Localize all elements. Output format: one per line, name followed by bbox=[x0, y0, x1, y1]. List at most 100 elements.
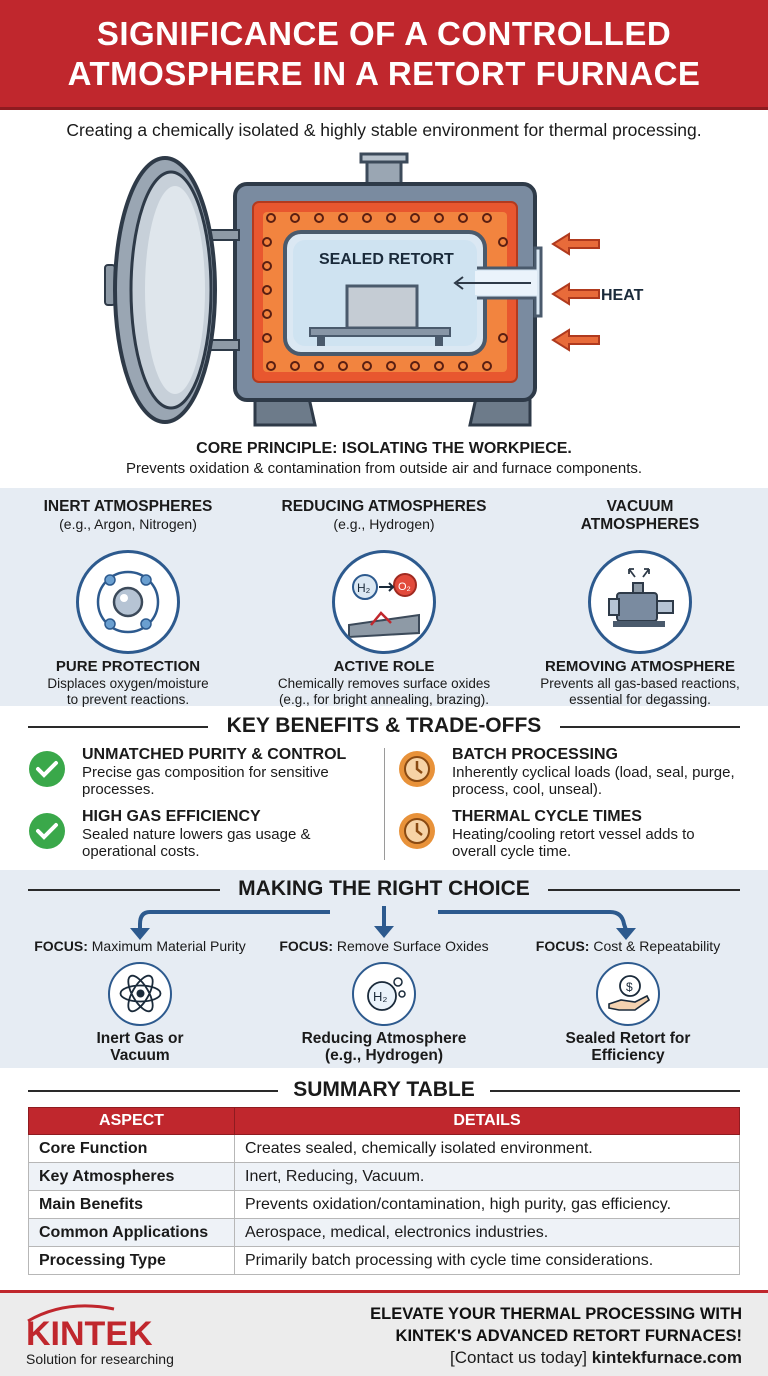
logo-swoosh-icon bbox=[27, 1304, 115, 1323]
svg-text:O₂: O₂ bbox=[398, 581, 411, 593]
table-row: Main Benefits Prevents oxidation/contami… bbox=[28, 1190, 740, 1219]
choice-arrows bbox=[130, 906, 636, 940]
benefit-title: HIGH GAS EFFICIENCY bbox=[82, 808, 261, 825]
atmosphere-desc-line: (e.g., for bright annealing, brazing). bbox=[278, 692, 490, 707]
choice-result: Reducing Atmosphere (e.g., Hydrogen) bbox=[256, 1030, 512, 1064]
cta-line1: ELEVATE YOUR THERMAL PROCESSING WITH bbox=[370, 1305, 742, 1323]
atmosphere-desc-line: Displaces oxygen/moisture bbox=[47, 676, 209, 691]
table-cell-aspect: Core Function bbox=[28, 1134, 235, 1163]
choice-purity: FOCUS: Maximum Material Purity Inert Gas… bbox=[12, 938, 268, 1064]
table-header-row: ASPECT DETAILS bbox=[28, 1107, 740, 1135]
contact-text: [Contact us today] bbox=[450, 1348, 588, 1367]
atmosphere-desc-line: to prevent reactions. bbox=[66, 692, 190, 707]
furnace-illustration: SEALED RETORT HEAT bbox=[104, 152, 644, 427]
inert-atmosphere-column: INERT ATMOSPHERES (e.g., Argon, Nitrogen… bbox=[0, 498, 256, 707]
choice-cost: FOCUS: Cost & Repeatability $ Sealed Ret… bbox=[500, 938, 756, 1064]
choice-result-line: (e.g., Hydrogen) bbox=[325, 1047, 443, 1064]
choice-focus: FOCUS: Remove Surface Oxides bbox=[256, 938, 512, 954]
choice-result-line: Efficiency bbox=[591, 1047, 665, 1064]
check-icon bbox=[28, 812, 66, 850]
benefits-section-title: KEY BENEFITS & TRADE-OFFS bbox=[0, 713, 768, 739]
benefits-divider bbox=[384, 748, 385, 860]
benefit-title: UNMATCHED PURITY & CONTROL bbox=[82, 746, 347, 763]
atmosphere-desc-line: Prevents all gas-based reactions, bbox=[540, 676, 740, 691]
call-to-action: ELEVATE YOUR THERMAL PROCESSING WITH KIN… bbox=[370, 1303, 742, 1369]
coin-hand-icon: $ bbox=[596, 962, 660, 1026]
atmosphere-desc: Displaces oxygen/moisture to prevent rea… bbox=[0, 676, 256, 708]
choice-result-line: Vacuum bbox=[110, 1047, 170, 1064]
table-row: Key Atmospheres Inert, Reducing, Vacuum. bbox=[28, 1162, 740, 1191]
summary-table: ASPECT DETAILS Core Function Creates sea… bbox=[28, 1107, 740, 1275]
choice-result: Sealed Retort for Efficiency bbox=[500, 1030, 756, 1064]
core-principle-text: Prevents oxidation & contamination from … bbox=[125, 460, 643, 477]
focus-text: Maximum Material Purity bbox=[91, 938, 246, 954]
kintek-logo[interactable]: KINTEK Solution for researching bbox=[26, 1304, 174, 1367]
focus-label: FOCUS: bbox=[535, 938, 590, 954]
tradeoff-title: BATCH PROCESSING bbox=[452, 746, 618, 763]
table-header-aspect: ASPECT bbox=[28, 1107, 235, 1135]
brand-name: KINTEK bbox=[26, 1315, 153, 1353]
divider bbox=[548, 889, 740, 891]
atmosphere-desc: Prevents all gas-based reactions, essent… bbox=[512, 676, 768, 708]
focus-text: Cost & Repeatability bbox=[593, 938, 721, 954]
atmosphere-desc: Chemically removes surface oxides (e.g.,… bbox=[256, 676, 512, 708]
brand-tagline: Solution for researching bbox=[26, 1351, 174, 1367]
choice-section-title: MAKING THE RIGHT CHOICE bbox=[0, 876, 768, 902]
svg-text:H₂: H₂ bbox=[357, 581, 371, 595]
atmosphere-benefit: ACTIVE ROLE bbox=[333, 658, 435, 675]
table-cell-aspect: Common Applications bbox=[28, 1218, 235, 1247]
table-row: Processing Type Primarily batch processi… bbox=[28, 1246, 740, 1275]
atmosphere-desc-line: essential for degassing. bbox=[569, 692, 711, 707]
table-cell-aspect: Main Benefits bbox=[28, 1190, 235, 1219]
cta-line2: KINTEK'S ADVANCED RETORT FURNACES! bbox=[395, 1327, 742, 1345]
table-cell-details: Creates sealed, chemically isolated envi… bbox=[234, 1134, 740, 1163]
cta-contact: [Contact us today] kintekfurnace.com bbox=[370, 1347, 742, 1369]
divider bbox=[560, 726, 740, 728]
divider bbox=[28, 726, 208, 728]
retort-furnace-diagram: SEALED RETORT HEAT bbox=[95, 150, 655, 430]
page-title-line1: SIGNIFICANCE OF A CONTROLLED bbox=[96, 14, 672, 52]
atmosphere-benefit: PURE PROTECTION bbox=[55, 658, 201, 675]
core-principle: CORE PRINCIPLE: ISOLATING THE WORKPIECE.… bbox=[0, 440, 768, 477]
tradeoff-text: Inherently cyclical loads (load, seal, p… bbox=[452, 764, 735, 798]
summary-title: SUMMARY TABLE bbox=[293, 1078, 475, 1101]
tradeoff-text: Heating/cooling retort vessel adds to ov… bbox=[452, 826, 695, 860]
reducing-atmosphere-column: REDUCING ATMOSPHERES (e.g., Hydrogen) H₂… bbox=[256, 498, 512, 707]
heat-label: HEAT bbox=[601, 287, 644, 304]
tradeoff-title: THERMAL CYCLE TIMES bbox=[452, 808, 642, 825]
vacuum-atmosphere-column: VACUUM ATMOSPHERES REMOVING ATMOSPHERE P… bbox=[512, 498, 768, 707]
atmosphere-benefit: REMOVING ATMOSPHERE bbox=[544, 658, 735, 675]
sealed-retort-label: SEALED RETORT bbox=[319, 251, 454, 268]
focus-label: FOCUS: bbox=[279, 938, 334, 954]
atmosphere-title: INERT ATMOSPHERES bbox=[43, 498, 213, 515]
check-icon bbox=[28, 750, 66, 788]
benefit-text: Sealed nature lowers gas usage & operati… bbox=[82, 826, 311, 860]
table-cell-details: Prevents oxidation/contamination, high p… bbox=[234, 1190, 740, 1219]
benefit-text: Precise gas composition for sensitive pr… bbox=[82, 764, 329, 798]
divider bbox=[490, 1090, 740, 1092]
benefits-title: KEY BENEFITS & TRADE-OFFS bbox=[226, 714, 542, 737]
page-subtitle: Creating a chemically isolated & highly … bbox=[66, 120, 702, 140]
clock-icon bbox=[398, 750, 436, 788]
choice-result-line: Sealed Retort for bbox=[565, 1030, 691, 1047]
summary-section-title: SUMMARY TABLE bbox=[0, 1077, 768, 1103]
choice-panel: MAKING THE RIGHT CHOICE FOCUS: Maximum M… bbox=[0, 870, 768, 1068]
clock-icon bbox=[398, 812, 436, 850]
table-row: Common Applications Aerospace, medical, … bbox=[28, 1218, 740, 1247]
core-principle-heading: CORE PRINCIPLE: ISOLATING THE WORKPIECE. bbox=[196, 440, 572, 457]
choice-focus: FOCUS: Maximum Material Purity bbox=[12, 938, 268, 954]
choice-result: Inert Gas or Vacuum bbox=[12, 1030, 268, 1064]
vacuum-pump-icon bbox=[588, 550, 692, 654]
table-cell-aspect: Processing Type bbox=[28, 1246, 235, 1275]
focus-label: FOCUS: bbox=[34, 938, 88, 954]
table-cell-details: Primarily batch processing with cycle ti… bbox=[234, 1246, 740, 1275]
table-row: Core Function Creates sealed, chemically… bbox=[28, 1134, 740, 1163]
atom-icon bbox=[108, 962, 172, 1026]
atmosphere-title-line2: ATMOSPHERES bbox=[580, 516, 700, 533]
atmosphere-title: VACUUM bbox=[606, 498, 674, 515]
page-header: SIGNIFICANCE OF A CONTROLLED ATMOSPHERE … bbox=[0, 0, 768, 110]
choice-focus: FOCUS: Cost & Repeatability bbox=[500, 938, 756, 954]
focus-text: Remove Surface Oxides bbox=[336, 938, 489, 954]
website-link[interactable]: kintekfurnace.com bbox=[591, 1348, 742, 1367]
table-cell-details: Aerospace, medical, electronics industri… bbox=[234, 1218, 740, 1247]
